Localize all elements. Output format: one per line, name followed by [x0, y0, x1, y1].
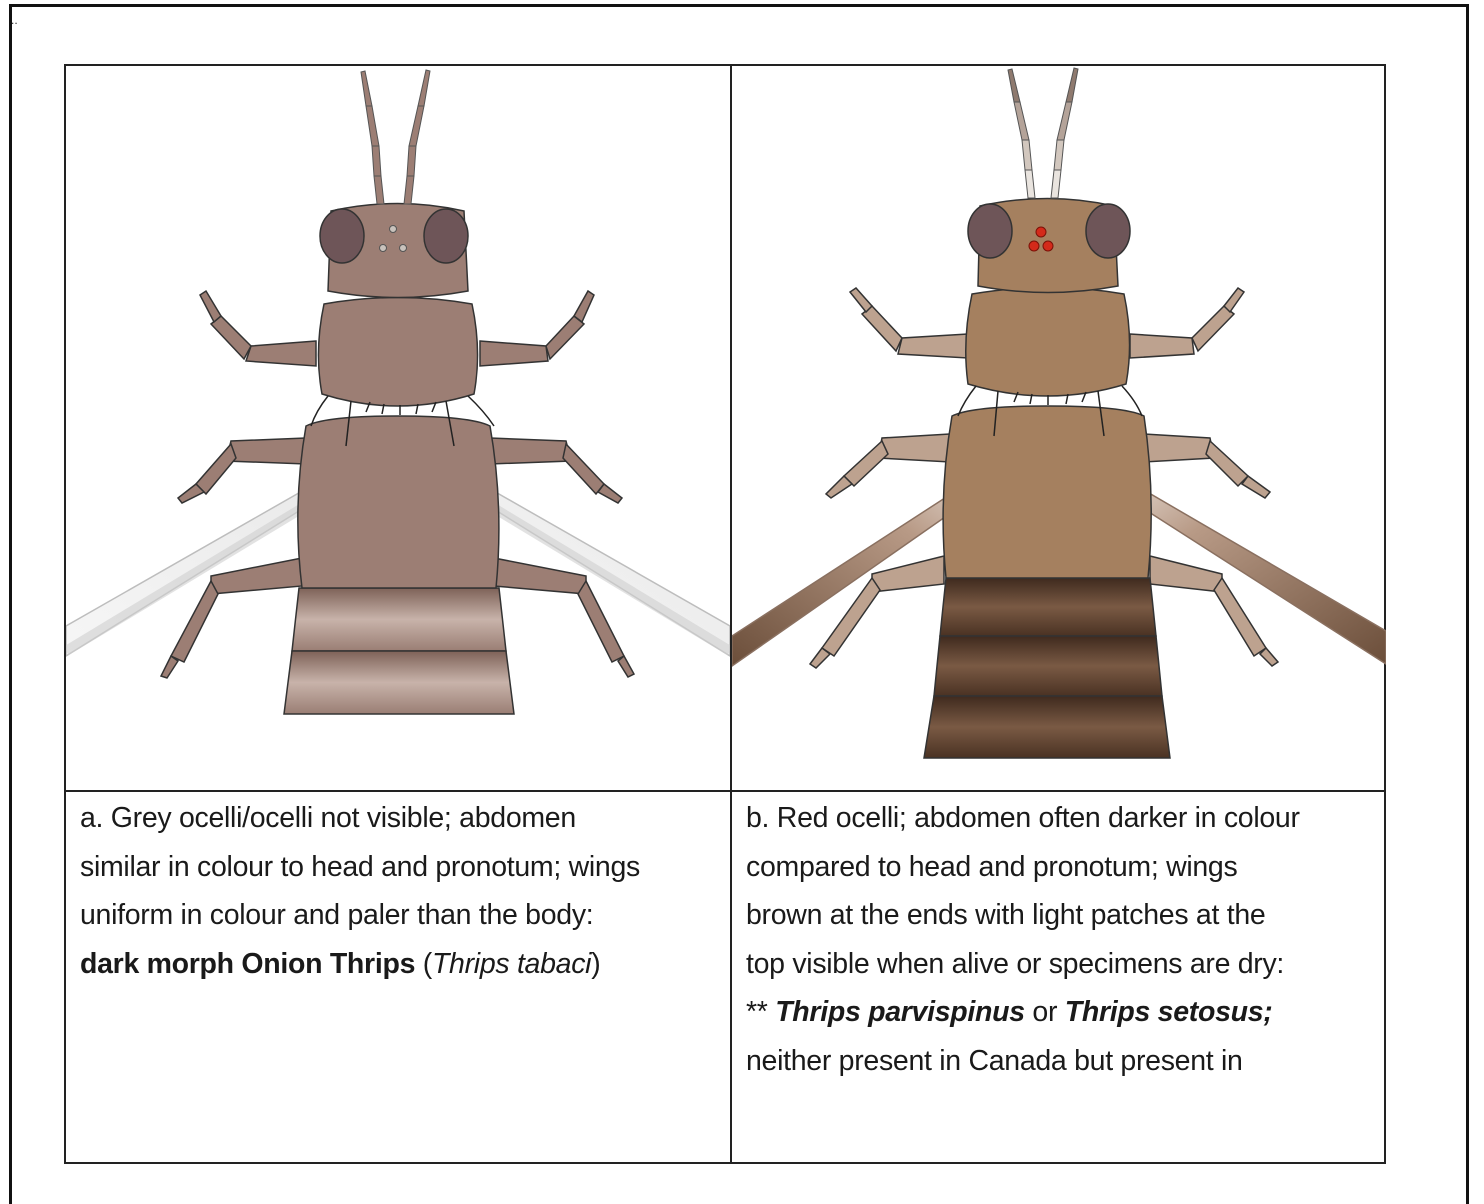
comparison-table: a. Grey ocelli/ocelli not visible; abdom…: [64, 64, 1386, 1164]
corner-mark: ..: [11, 14, 18, 26]
species-name-1: Thrips parvispinus: [775, 996, 1025, 1028]
stars: **: [746, 996, 775, 1028]
panel-b-illustration: [732, 66, 1396, 790]
caption-a-line: uniform in colour and paler than the bod…: [80, 891, 720, 940]
eye-left-icon: [968, 204, 1012, 258]
caption-b: b. Red ocelli; abdomen often darker in c…: [746, 794, 1380, 1085]
caption-b-line: top visible when alive or specimens are …: [746, 940, 1380, 989]
caption-b-line: neither present in Canada but present in: [746, 1037, 1380, 1086]
species-scientific-name: Thrips tabaci: [432, 948, 591, 980]
conjunction: or: [1025, 996, 1065, 1028]
antennae: [361, 70, 430, 204]
caption-b-species-line: ** Thrips parvispinus or Thrips setosus;: [746, 988, 1380, 1037]
species-common-name: dark morph Onion Thrips: [80, 948, 415, 980]
paren-close: ): [591, 948, 600, 980]
eye-right-icon: [1086, 204, 1130, 258]
panel-a-illustration: [66, 66, 730, 790]
caption-b-line: b. Red ocelli; abdomen often darker in c…: [746, 794, 1380, 843]
antennae: [1008, 68, 1078, 198]
abdomen: [924, 578, 1170, 758]
caption-a: a. Grey ocelli/ocelli not visible; abdom…: [80, 794, 720, 988]
eye-right-icon: [424, 209, 468, 263]
pterothorax: [943, 406, 1151, 578]
row-divider: [66, 790, 1384, 792]
caption-b-line: brown at the ends with light patches at …: [746, 891, 1380, 940]
caption-b-line: compared to head and pronotum; wings: [746, 843, 1380, 892]
paren-open: (: [415, 948, 432, 980]
pterothorax: [298, 416, 499, 588]
eye-left-icon: [320, 209, 364, 263]
caption-a-line: a. Grey ocelli/ocelli not visible; abdom…: [80, 794, 720, 843]
abdomen: [284, 588, 514, 714]
species-name-2: Thrips setosus;: [1065, 996, 1273, 1028]
caption-a-species-line: dark morph Onion Thrips (Thrips tabaci): [80, 940, 720, 989]
pronotum: [966, 288, 1130, 397]
pronotum: [318, 298, 477, 407]
caption-a-line: similar in colour to head and pronotum; …: [80, 843, 720, 892]
